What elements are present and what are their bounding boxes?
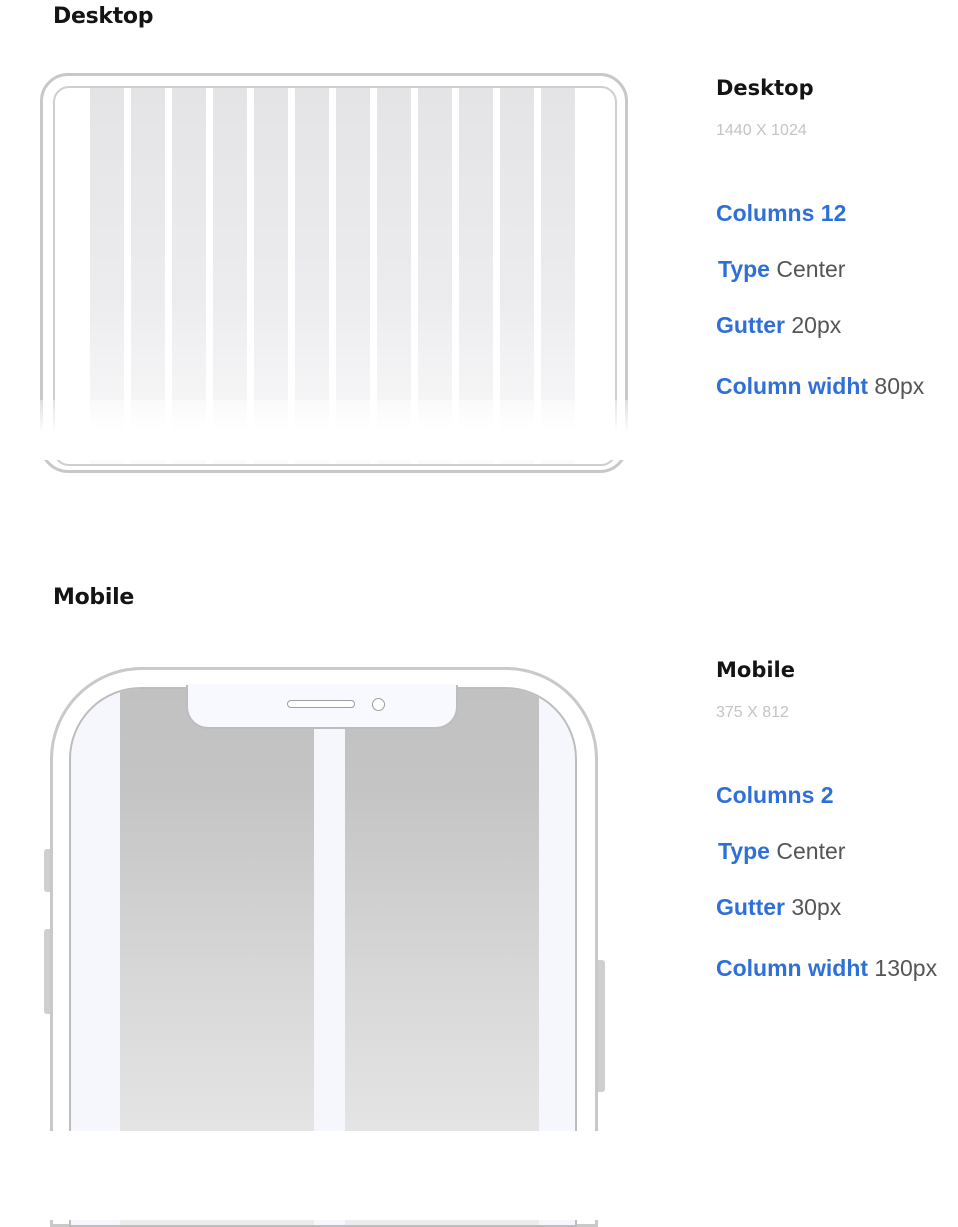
mobile-section-title: Mobile [53, 585, 134, 610]
spec-value: Center [776, 838, 846, 864]
desktop-gutter-spec: Gutter 20px [716, 312, 841, 339]
spec-value: 30px [791, 894, 842, 920]
mobile-gutter-spec: Gutter 30px [716, 894, 841, 921]
phone-camera-icon [372, 698, 385, 711]
mobile-columns-spec: Columns 2 [716, 782, 834, 809]
phone-mute-switch [44, 849, 52, 892]
phone-volume-button [44, 929, 52, 1014]
spec-value: 20px [791, 312, 842, 338]
spec-label: Gutter [716, 312, 785, 338]
spec-label: Gutter [716, 894, 785, 920]
mobile-spec-title: Mobile [716, 658, 795, 682]
phone-power-button [596, 960, 605, 1092]
mobile-column-width-spec: Column widht 130px [716, 955, 937, 982]
desktop-column-width-spec: Column widht 80px [716, 373, 924, 400]
spec-label: Columns [716, 200, 815, 226]
mobile-dimensions: 375 X 812 [716, 704, 789, 721]
spec-label: Column widht [716, 373, 869, 399]
spec-label: Columns [716, 782, 815, 808]
mobile-type-spec: Type Center [718, 838, 845, 865]
desktop-type-spec: Type Center [718, 256, 845, 283]
desktop-columns-spec: Columns 12 [716, 200, 846, 227]
spec-value: 80px [874, 373, 925, 399]
spec-value: 130px [874, 955, 938, 981]
phone-speaker-icon [287, 700, 355, 708]
spec-value: 2 [820, 782, 834, 808]
spec-value: 12 [820, 200, 847, 226]
desktop-dimensions: 1440 X 1024 [716, 122, 807, 139]
desktop-frame-fade [30, 400, 640, 460]
spec-label: Type [718, 838, 770, 864]
desktop-frame [40, 73, 628, 473]
desktop-section-title: Desktop [53, 4, 154, 29]
spec-label: Type [718, 256, 770, 282]
desktop-spec-title: Desktop [716, 76, 814, 100]
spec-value: Center [776, 256, 846, 282]
spec-label: Column widht [716, 955, 869, 981]
